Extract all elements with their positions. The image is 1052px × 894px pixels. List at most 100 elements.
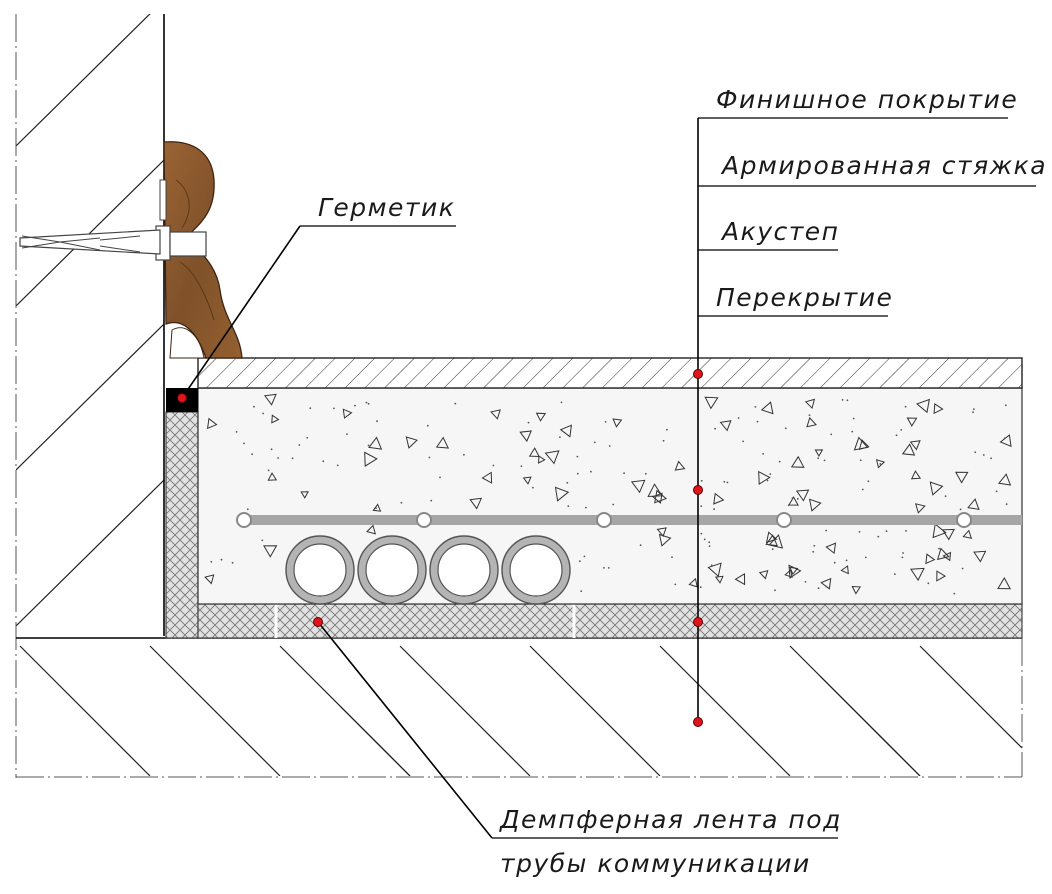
- aggregate-speck: [454, 402, 457, 405]
- aggregate-mark: [522, 476, 532, 485]
- aggregate-speck: [846, 399, 849, 402]
- aggregate-speck: [790, 575, 793, 577]
- aggregate-speck: [700, 505, 703, 507]
- aggregate-mark: [765, 534, 779, 547]
- aggregate-speck: [859, 459, 862, 462]
- aggregate-mark: [366, 524, 377, 535]
- aggregate-speck: [612, 503, 615, 506]
- aggregate-speck: [867, 480, 870, 483]
- aggregate-speck: [774, 589, 776, 592]
- aggregate-speck: [253, 405, 255, 408]
- aggregate-mark: [840, 565, 849, 575]
- aggregate-speck: [845, 559, 848, 562]
- aggregate-mark: [204, 574, 215, 585]
- aggregate-speck: [367, 444, 370, 447]
- aggregate-speck: [439, 476, 441, 479]
- aggregate-speck: [944, 495, 947, 498]
- aggregate-mark: [936, 570, 947, 582]
- aggregate-speck: [375, 507, 377, 510]
- aggregate-speck: [852, 417, 855, 420]
- aggregate-speck: [365, 401, 368, 404]
- aggregate-mark: [788, 564, 802, 579]
- aggregate-mark: [554, 486, 570, 502]
- aggregate-mark: [206, 417, 218, 430]
- label-damper-line2: трубы коммуникации: [500, 849, 811, 878]
- aggregate-speck: [603, 567, 605, 569]
- aggregate-speck: [644, 472, 647, 475]
- aggregate-mark: [910, 470, 922, 480]
- sealant-leader: [177, 225, 456, 403]
- aggregate-mark: [630, 479, 646, 494]
- aggregate-speck: [261, 539, 264, 542]
- aggregate-mark: [909, 440, 921, 451]
- label-slab: Перекрытие: [716, 283, 893, 312]
- aggregate-mark: [544, 450, 560, 465]
- aggregate-speck: [784, 427, 787, 430]
- aggregate-speck: [1003, 437, 1006, 440]
- aggregate-speck: [593, 441, 596, 444]
- aggregate-mark: [758, 470, 771, 485]
- aggregate-speck: [674, 583, 677, 586]
- rebar-mesh: [236, 512, 1022, 528]
- aggregate-speck: [270, 448, 273, 451]
- aggregate-speck: [723, 480, 726, 483]
- wall-anchor-icon: [19, 179, 207, 261]
- aggregate-speck: [938, 547, 940, 550]
- aggregate-speck: [583, 555, 586, 558]
- aggregate-speck: [796, 498, 799, 500]
- wall: [15, 14, 165, 778]
- aggregate-speck: [885, 530, 888, 533]
- aggregate-mark: [906, 417, 918, 427]
- aggregate-speck: [900, 429, 903, 431]
- aggregate-speck: [927, 582, 930, 585]
- aggregate-speck: [742, 440, 744, 443]
- plinth-icon: [163, 141, 243, 359]
- aggregate-mark: [364, 451, 378, 467]
- aggregate-speck: [778, 460, 781, 463]
- aggregate-speck: [833, 561, 836, 564]
- aggregate-mark: [768, 534, 784, 549]
- aggregate-mark: [658, 533, 672, 547]
- aggregate-mark: [954, 471, 969, 484]
- aggregate-mark: [925, 553, 936, 565]
- label-screed: Армированная стяжка: [720, 151, 1047, 180]
- aggregate-speck: [769, 473, 772, 475]
- aggregate-speck: [708, 545, 711, 547]
- aggregate-speck: [608, 445, 611, 447]
- aggregate-mark: [719, 420, 732, 432]
- aggregate-speck: [990, 457, 992, 460]
- aggregate-speck: [904, 405, 907, 408]
- aggregate-mark: [936, 547, 950, 561]
- aggregate-mark: [713, 492, 725, 505]
- aggregate-mark: [790, 455, 805, 468]
- aggregate-speck: [902, 552, 904, 554]
- aggregate-speck: [817, 587, 820, 590]
- aggregate-speck: [336, 464, 339, 467]
- aggregate-mark: [825, 542, 837, 555]
- aggregate-mark: [651, 492, 663, 504]
- label-finish: Финишное покрытие: [716, 85, 1018, 114]
- aggregate-mark: [941, 528, 955, 541]
- aggregate-mark: [814, 449, 824, 457]
- aggregate-speck: [766, 479, 769, 482]
- finish-layer: [197, 357, 1023, 389]
- aggregate-mark: [760, 401, 774, 415]
- marker-dot-icon: [693, 617, 703, 627]
- aggregate-mark: [973, 550, 987, 563]
- aggregate-mark: [528, 447, 540, 458]
- aggregate-speck: [566, 481, 569, 484]
- aggregate-speck: [267, 469, 270, 472]
- aggregate-speck: [246, 508, 249, 511]
- aggregate-speck: [291, 457, 294, 460]
- aggregate-mark: [612, 418, 623, 428]
- aggregate-speck: [982, 454, 985, 456]
- aggregate-mark: [704, 396, 719, 410]
- aggregate-speck: [210, 560, 213, 563]
- aggregate-speck: [298, 444, 301, 446]
- aggregate-speck: [251, 453, 254, 456]
- aggregate-speck: [756, 420, 759, 423]
- aggregate-mark: [435, 436, 450, 449]
- aggregate-speck: [808, 414, 811, 417]
- aggregate-speck: [812, 550, 815, 553]
- aggregate-speck: [813, 544, 816, 547]
